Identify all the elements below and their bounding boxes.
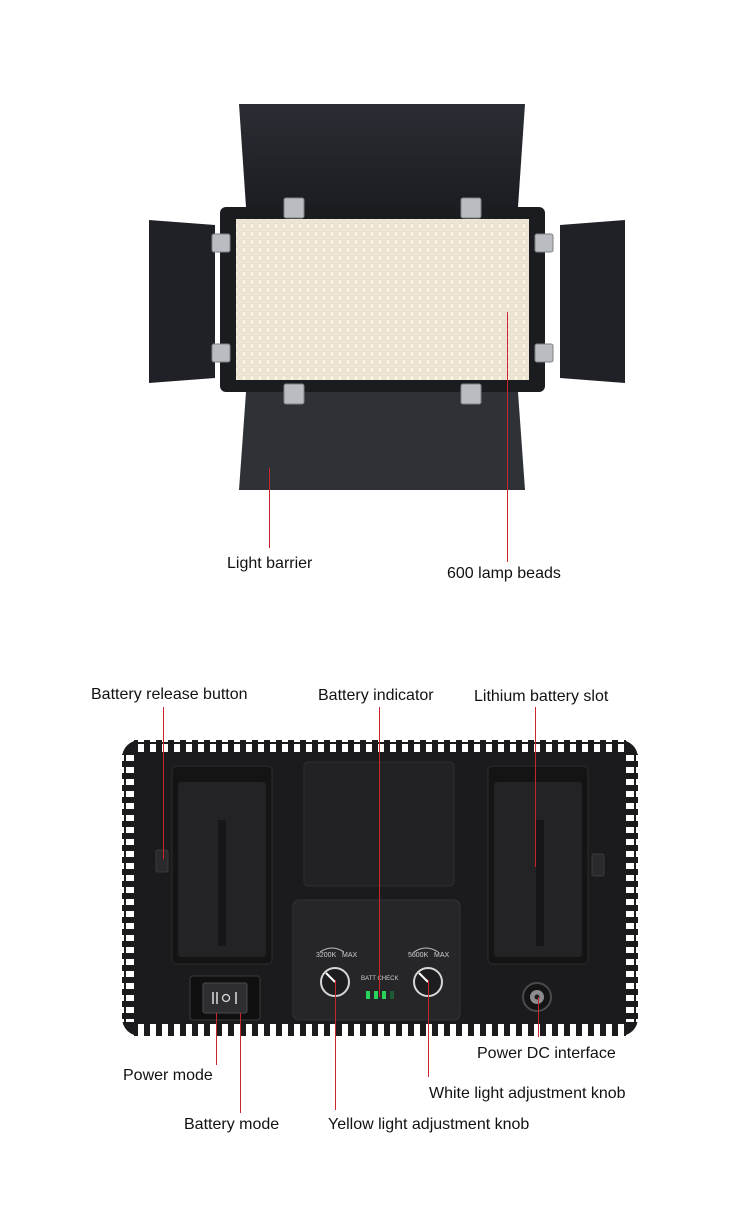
control-panel <box>292 899 461 1021</box>
label-lamp-beads: 600 lamp beads <box>447 565 561 582</box>
label-battery-mode: Battery mode <box>184 1116 280 1133</box>
leader-line-battery-indicator <box>379 707 380 997</box>
indicator-led <box>366 991 370 999</box>
right-barn-door <box>560 220 625 383</box>
leader-line-white-knob <box>428 980 429 1077</box>
leader-line-power-mode <box>216 1013 217 1065</box>
indicator-led <box>382 991 386 999</box>
led-beads-area <box>236 219 529 380</box>
leader-line-battery-mode <box>240 1013 241 1113</box>
hinge-clip <box>460 197 482 219</box>
top-barn-door <box>239 104 525 207</box>
left-barn-door <box>149 220 215 383</box>
battery-release-button <box>155 849 169 873</box>
label-white-light-knob: White light adjustment knob <box>429 1085 626 1102</box>
leader-line-battery-release <box>163 707 164 859</box>
label-battery-indicator: Battery indicator <box>318 687 434 704</box>
label-light-barrier: Light barrier <box>227 555 313 572</box>
right-release-button <box>591 853 605 877</box>
leader-line-lithium-slot <box>535 707 536 867</box>
back-panel-illustration: 3200K MAX 5600K MAX BATT CHECK <box>0 730 750 1050</box>
leader-line-yellow-knob <box>335 980 336 1110</box>
hinge-clip <box>534 343 554 363</box>
label-power-mode: Power mode <box>123 1067 213 1084</box>
leader-line-light-barrier <box>269 468 270 548</box>
indicator-led <box>390 991 394 999</box>
indicator-led <box>374 991 378 999</box>
hinge-clip <box>211 343 231 363</box>
hinge-clip <box>460 383 482 405</box>
knob-right-temp-text: 5600K <box>408 952 429 959</box>
hinge-clip <box>534 233 554 253</box>
power-switch-rocker <box>202 982 248 1014</box>
front-panel-svg <box>149 104 625 490</box>
knob-left-max-text: MAX <box>342 952 358 959</box>
back-panel-svg <box>122 740 638 1036</box>
label-power-dc-interface: Power DC interface <box>477 1045 616 1062</box>
knob-right-max-text: MAX <box>434 952 450 959</box>
hinge-clip <box>283 197 305 219</box>
front-panel-illustration <box>0 0 750 600</box>
hinge-clip <box>283 383 305 405</box>
knob-left-temp-text: 3200K <box>316 952 337 959</box>
label-lithium-battery-slot: Lithium battery slot <box>474 688 609 705</box>
label-battery-release-button: Battery release button <box>91 686 248 703</box>
leader-line-lamp-beads <box>507 312 508 562</box>
leader-line-dc-interface <box>538 997 539 1037</box>
label-yellow-light-knob: Yellow light adjustment knob <box>328 1116 530 1133</box>
bottom-barn-door <box>239 392 525 490</box>
hinge-clip <box>211 233 231 253</box>
